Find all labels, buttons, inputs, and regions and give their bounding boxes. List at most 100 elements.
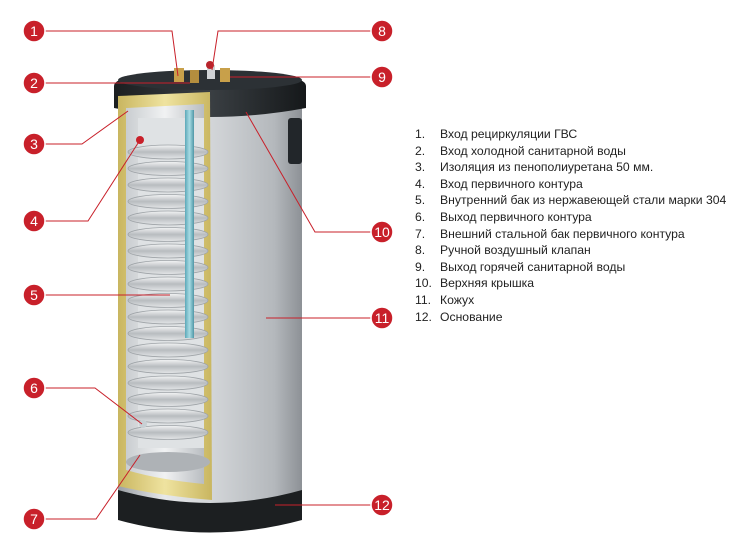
- legend-item: 6. Выход первичного контура: [415, 209, 726, 226]
- coil-turn: [127, 276, 209, 292]
- callout-circle: [370, 220, 394, 244]
- legend-item-number: 3.: [415, 160, 426, 175]
- legend-item: 8. Ручной воздушный клапан: [415, 242, 726, 259]
- legend-item: 10.Верхняя крышка: [415, 275, 726, 292]
- top-cap-face: [118, 70, 302, 90]
- callout-line-3: [34, 110, 129, 145]
- legend-item-number: 5.: [415, 193, 426, 208]
- callout-circle: [370, 493, 394, 517]
- callout-line-4: [34, 139, 141, 222]
- callout-lines: [34, 30, 382, 520]
- fitting-2: [190, 70, 199, 83]
- callout-marker-8: 8: [370, 19, 394, 43]
- dip-tube: [185, 110, 194, 338]
- coil-turn: [127, 144, 209, 160]
- callout-line-10: [245, 111, 382, 233]
- coil-turn: [127, 177, 209, 193]
- callout-marker-4: 4: [22, 209, 46, 233]
- legend-item-number: 2.: [415, 143, 426, 158]
- coil-turn: [127, 425, 209, 440]
- callout-circle: [22, 283, 46, 307]
- callout-marker-5: 5: [22, 283, 46, 307]
- legend-item: 11. Кожух: [415, 292, 726, 309]
- callout-circle: [22, 71, 46, 95]
- callout-marker-11: 11: [370, 306, 394, 330]
- callout-number: 12: [374, 497, 390, 513]
- callout-number: 8: [378, 23, 386, 39]
- legend-item-number: 1.: [415, 127, 426, 141]
- coil-turn: [127, 342, 209, 358]
- coil-turn: [127, 375, 209, 391]
- callout-line-6: [34, 387, 143, 425]
- legend-item: 5. Внутренний бак из нержавеющей стали ма…: [415, 192, 726, 209]
- coil-turn: [127, 309, 209, 325]
- callout-line-7: [34, 454, 141, 520]
- legend-item: 4. Вход первичного контура: [415, 176, 726, 193]
- legend-item-label: Выход первичного контура: [440, 209, 592, 224]
- legend-item-number: 12.: [415, 309, 432, 324]
- coil-turn: [127, 293, 209, 308]
- callout-line-1: [34, 30, 179, 77]
- coil-turn: [127, 359, 209, 374]
- legend-item-label: Верхняя крышка: [440, 276, 534, 291]
- callout-marker-12: 12: [370, 493, 394, 517]
- callout-marker-1: 1: [22, 19, 46, 43]
- legend-item-label: Внутренний бак из нержавеющей стали марк…: [440, 193, 727, 208]
- legend-item-label: Кожух: [440, 292, 475, 307]
- coil-turn: [127, 194, 209, 209]
- legend-item-number: 7.: [415, 226, 426, 241]
- legend-item-label: Выход горячей санитарной воды: [440, 259, 626, 274]
- callout-circle: [22, 376, 46, 400]
- callout-number: 4: [30, 213, 38, 229]
- legend-item-label: Вход рециркуляции ГВС: [440, 127, 578, 141]
- coil-turn: [127, 326, 209, 341]
- coil-turn: [127, 227, 209, 242]
- callout-number: 2: [30, 75, 38, 91]
- callout-circle: [22, 507, 46, 531]
- legend-item: 12. Основание: [415, 309, 726, 326]
- callout-marker-10: 10: [370, 220, 394, 244]
- legend-item-label: Ручной воздушный клапан: [440, 243, 591, 258]
- legend-item-label: Вход холодной санитарной воды: [440, 143, 626, 158]
- callout-circle: [22, 132, 46, 156]
- legend-item: 1. Вход рециркуляции ГВС: [415, 126, 726, 143]
- callout-number: 10: [374, 224, 390, 240]
- callout-number: 9: [378, 69, 386, 85]
- legend-item-label: Внешний стальной бак первичного контура: [440, 226, 685, 241]
- outlet-6: [139, 420, 147, 428]
- coil-turn: [127, 210, 209, 226]
- legend-item: 2. Вход холодной санитарной воды: [415, 143, 726, 160]
- callout-number: 11: [375, 310, 390, 326]
- legend-item: 7. Внешний стальной бак первичного контур…: [415, 226, 726, 243]
- callout-marker-3: 3: [22, 132, 46, 156]
- callout-marker-9: 9: [370, 65, 394, 89]
- legend-item-number: 6.: [415, 209, 426, 224]
- fitting-8: [207, 65, 215, 79]
- callout-circle: [22, 19, 46, 43]
- callout-marker-7: 7: [22, 507, 46, 531]
- tank: [114, 61, 306, 533]
- legend-item-number: 4.: [415, 176, 426, 191]
- callout-circle: [370, 19, 394, 43]
- side-plate: [288, 118, 302, 164]
- legend-item-number: 9.: [415, 259, 426, 274]
- bottom-chamber: [126, 452, 210, 472]
- coil-turn: [127, 161, 209, 176]
- coil-turn: [127, 392, 209, 407]
- coil-turn: [127, 243, 209, 259]
- legend-item-label: Вход первичного контура: [440, 176, 583, 191]
- callout-number: 1: [30, 23, 38, 39]
- fitting-9: [220, 68, 230, 82]
- callout-marker-6: 6: [22, 376, 46, 400]
- legend-item-label: Основание: [440, 309, 503, 324]
- legend-item: 9. Выход горячей санитарной воды: [415, 259, 726, 276]
- callout-number: 7: [30, 511, 38, 527]
- legend-item-number: 11.: [415, 292, 432, 307]
- callout-circle: [370, 306, 394, 330]
- callout-marker-2: 2: [22, 71, 46, 95]
- callout-number: 5: [30, 287, 38, 303]
- legend-item-number: 8.: [415, 243, 426, 258]
- fitting-1: [174, 68, 184, 82]
- legend-item: 3.Изоляция из пенополиуретана 50 мм.: [415, 159, 726, 176]
